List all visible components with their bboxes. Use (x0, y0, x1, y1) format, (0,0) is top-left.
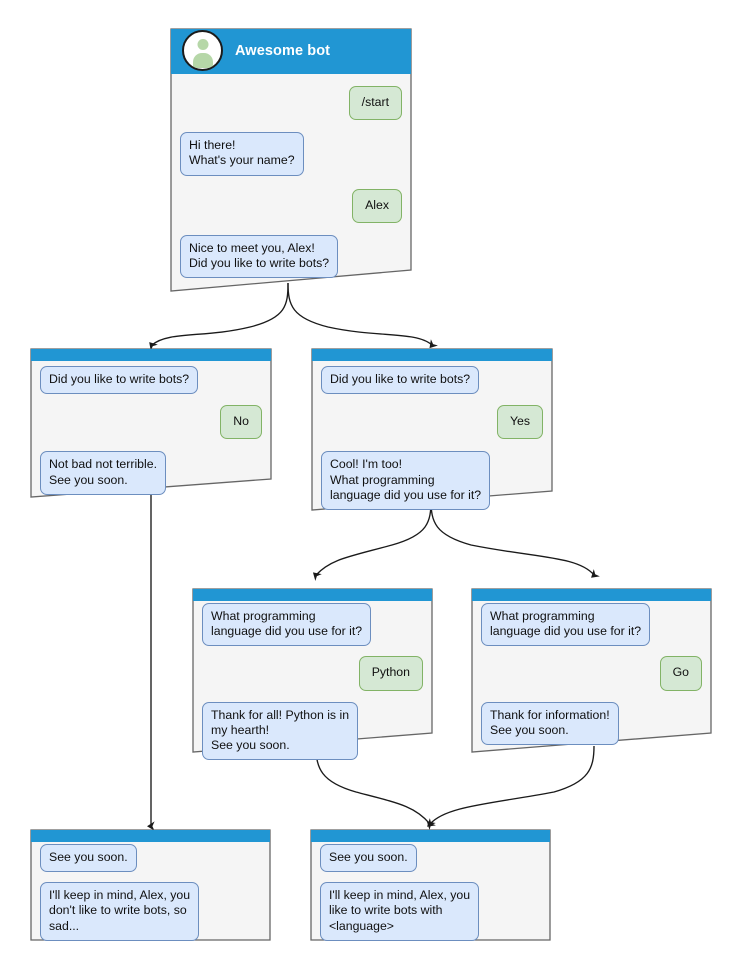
bot-bubble[interactable]: See you soon. (40, 844, 137, 873)
user-bubble[interactable]: Yes (496, 405, 543, 440)
bot-bubble[interactable]: I'll keep in mind, Alex, you don't like … (40, 882, 200, 941)
end-yes-chat: See you soon. I'll keep in mind, Alex, y… (310, 842, 551, 941)
message-row[interactable]: Yes (321, 405, 543, 440)
message-row[interactable]: Cool! I'm too! What programming language… (321, 451, 543, 511)
bot-bubble[interactable]: Did you like to write bots? (40, 366, 199, 395)
edge-go-to-end-yes (426, 745, 595, 830)
bot-bubble[interactable]: Nice to meet you, Alex! Did you like to … (180, 234, 339, 279)
end-no-chat: See you soon. I'll keep in mind, Alex, y… (30, 842, 271, 941)
message-row[interactable]: What programming language did you use fo… (481, 603, 702, 647)
bot-bubble[interactable]: Not bad not terrible. See you soon. (40, 451, 167, 495)
bot-bubble[interactable]: Hi there! What's your name? (180, 132, 304, 176)
node-end-yes[interactable]: See you soon. I'll keep in mind, Alex, y… (310, 829, 551, 941)
node-no-branch[interactable]: Did you like to write bots? No Not bad n… (30, 348, 272, 498)
user-bubble[interactable]: Go (659, 656, 702, 691)
user-bubble[interactable]: Python (358, 656, 423, 691)
message-row[interactable]: No (40, 405, 262, 440)
message-row[interactable]: I'll keep in mind, Alex, you like to wri… (320, 882, 541, 941)
message-row[interactable]: Did you like to write bots? (40, 366, 262, 395)
edge-yes-to-go (430, 499, 600, 578)
node-python-branch[interactable]: What programming language did you use fo… (192, 588, 433, 761)
message-row[interactable]: Python (202, 656, 423, 691)
message-row[interactable]: Not bad not terrible. See you soon. (40, 451, 262, 495)
bot-bubble[interactable]: I'll keep in mind, Alex, you like to wri… (320, 882, 480, 941)
bot-bubble[interactable]: See you soon. (320, 844, 417, 873)
go-branch-chat: What programming language did you use fo… (471, 601, 712, 746)
bot-bubble[interactable]: Thank for all! Python is in my hearth! S… (202, 701, 359, 761)
user-bubble[interactable]: Alex (352, 188, 402, 223)
person-icon (182, 30, 223, 71)
python-branch-chat: What programming language did you use fo… (192, 601, 433, 761)
message-row[interactable]: I'll keep in mind, Alex, you don't like … (40, 882, 261, 941)
bot-name: Awesome bot (235, 42, 331, 59)
node-end-no[interactable]: See you soon. I'll keep in mind, Alex, y… (30, 829, 271, 941)
user-bubble[interactable]: /start (348, 86, 402, 121)
message-row[interactable]: Nice to meet you, Alex! Did you like to … (180, 234, 402, 279)
no-branch-chat: Did you like to write bots? No Not bad n… (30, 362, 272, 495)
message-row[interactable]: Thank for information! See you soon. (481, 701, 702, 746)
bot-bubble[interactable]: Did you like to write bots? (321, 366, 480, 395)
root-chat: /start Hi there! What's your name? Alex … (170, 80, 412, 279)
edge-root-to-yes (287, 282, 438, 349)
user-bubble[interactable]: No (220, 405, 262, 440)
message-row[interactable]: /start (180, 86, 402, 121)
node-yes-branch[interactable]: Did you like to write bots? Yes Cool! I'… (311, 348, 553, 511)
node-go-branch[interactable]: What programming language did you use fo… (471, 588, 712, 753)
edge-root-to-no (149, 282, 289, 351)
edge-yes-to-python (312, 499, 432, 581)
message-row[interactable]: Thank for all! Python is in my hearth! S… (202, 701, 423, 761)
node-root[interactable]: Awesome bot /start Hi there! What's your… (170, 28, 412, 292)
message-row[interactable]: Did you like to write bots? (321, 366, 543, 395)
bot-bubble[interactable]: What programming language did you use fo… (202, 603, 372, 647)
message-row[interactable]: What programming language did you use fo… (202, 603, 423, 647)
bot-bubble[interactable]: Cool! I'm too! What programming language… (321, 451, 491, 511)
message-row[interactable]: Hi there! What's your name? (180, 132, 402, 176)
yes-branch-chat: Did you like to write bots? Yes Cool! I'… (311, 362, 553, 511)
message-row[interactable]: Alex (180, 188, 402, 223)
message-row[interactable]: Go (481, 656, 702, 691)
message-row[interactable]: See you soon. (40, 844, 261, 873)
bot-bubble[interactable]: Thank for information! See you soon. (481, 701, 619, 746)
bot-bubble[interactable]: What programming language did you use fo… (481, 603, 651, 647)
message-row[interactable]: See you soon. (320, 844, 541, 873)
root-titlebar: Awesome bot (170, 28, 412, 73)
